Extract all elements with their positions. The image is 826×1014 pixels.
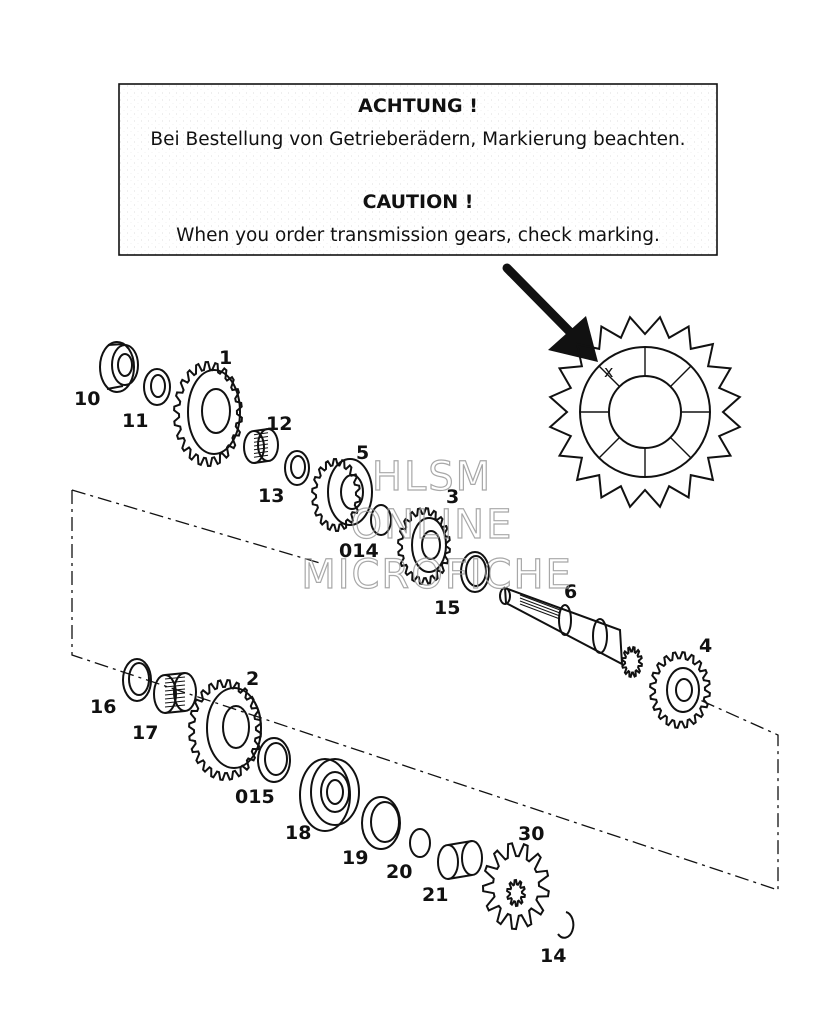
gear-3 bbox=[397, 506, 451, 586]
washer-11 bbox=[143, 368, 171, 406]
marking-pointer-arrow bbox=[502, 263, 598, 362]
needle-roller bbox=[164, 700, 186, 704]
needle-roller bbox=[164, 704, 186, 708]
label-4: 4 bbox=[699, 635, 712, 657]
label-20: 20 bbox=[386, 861, 412, 883]
label-014: 014 bbox=[339, 540, 379, 562]
label-15: 15 bbox=[434, 597, 460, 619]
label-13: 13 bbox=[258, 485, 284, 507]
needle-roller bbox=[253, 439, 269, 443]
label-3: 3 bbox=[446, 486, 459, 508]
marked-gear-detail: x bbox=[548, 315, 742, 509]
watermark-line2: ONLINE bbox=[351, 502, 514, 548]
label-015: 015 bbox=[235, 786, 275, 808]
watermark-line1: HLSM bbox=[372, 454, 492, 500]
washer-13 bbox=[284, 450, 310, 486]
gear-2 bbox=[188, 679, 262, 781]
gear-slot-divider bbox=[670, 437, 692, 459]
needle-roller bbox=[253, 443, 269, 447]
gear-4 bbox=[649, 650, 711, 730]
shaft-spline bbox=[519, 594, 561, 611]
needle-roller bbox=[253, 454, 269, 458]
shaft-6 bbox=[499, 586, 643, 679]
shaft-spline bbox=[519, 603, 561, 620]
part-labels: 1 2 3 4 5 6 10 11 12 13 014 15 16 17 015… bbox=[74, 347, 712, 967]
assembly-axis-lines bbox=[71, 489, 779, 891]
label-1: 1 bbox=[219, 347, 232, 369]
label-16: 16 bbox=[90, 696, 116, 718]
circlip-14 bbox=[557, 911, 575, 939]
label-21: 21 bbox=[422, 884, 448, 906]
notice-heading-de: ACHTUNG ! bbox=[358, 95, 478, 117]
label-5: 5 bbox=[356, 442, 369, 464]
needle-roller bbox=[253, 447, 269, 451]
shaft-spline bbox=[519, 597, 561, 614]
shaft-spline bbox=[519, 600, 561, 617]
sprocket-30 bbox=[481, 842, 550, 931]
ring-19 bbox=[361, 796, 401, 850]
washer-015 bbox=[257, 737, 291, 783]
label-6: 6 bbox=[564, 581, 577, 603]
washer-15 bbox=[460, 551, 490, 593]
needle-roller bbox=[164, 680, 186, 684]
label-10: 10 bbox=[74, 388, 100, 410]
label-11: 11 bbox=[122, 410, 148, 432]
watermark: HLSM ONLINE MICROFICHE bbox=[301, 453, 573, 598]
gear-slot-divider bbox=[598, 437, 620, 459]
needle-bearing-12 bbox=[243, 428, 279, 464]
needle-roller bbox=[164, 684, 186, 688]
gear-slot-divider bbox=[670, 365, 692, 387]
needle-roller bbox=[253, 436, 269, 439]
gear-slot-divider bbox=[598, 365, 620, 387]
notice-text-de: Bei Bestellung von Getrieberädern, Marki… bbox=[150, 129, 685, 150]
gear-1 bbox=[173, 360, 243, 468]
needle-roller bbox=[253, 451, 269, 454]
o-ring-20 bbox=[409, 828, 431, 858]
needle-roller bbox=[164, 688, 186, 692]
bearing-10 bbox=[99, 341, 139, 393]
needle-bearing-17 bbox=[153, 672, 197, 714]
label-17: 17 bbox=[132, 722, 158, 744]
label-19: 19 bbox=[342, 847, 368, 869]
needle-roller bbox=[164, 676, 186, 680]
needle-roller bbox=[164, 696, 186, 700]
needle-roller bbox=[164, 692, 186, 696]
bushing-21 bbox=[437, 840, 483, 880]
label-30: 30 bbox=[518, 823, 544, 845]
gear-5 bbox=[311, 457, 373, 533]
bearing-18 bbox=[299, 758, 360, 832]
label-14: 14 bbox=[540, 945, 566, 967]
notice-heading-en: CAUTION ! bbox=[363, 191, 474, 213]
label-18: 18 bbox=[285, 822, 311, 844]
watermark-line3: MICROFICHE bbox=[301, 552, 573, 598]
caution-notice-box: ACHTUNG ! Bei Bestellung von Getrieberäd… bbox=[118, 83, 718, 256]
notice-text-en: When you order transmission gears, check… bbox=[176, 225, 660, 246]
washer-014 bbox=[370, 504, 392, 536]
label-2: 2 bbox=[246, 668, 259, 690]
needle-roller bbox=[253, 432, 269, 436]
label-12: 12 bbox=[266, 413, 292, 435]
washer-16 bbox=[122, 658, 152, 702]
gear-marking-x: x bbox=[604, 362, 613, 381]
